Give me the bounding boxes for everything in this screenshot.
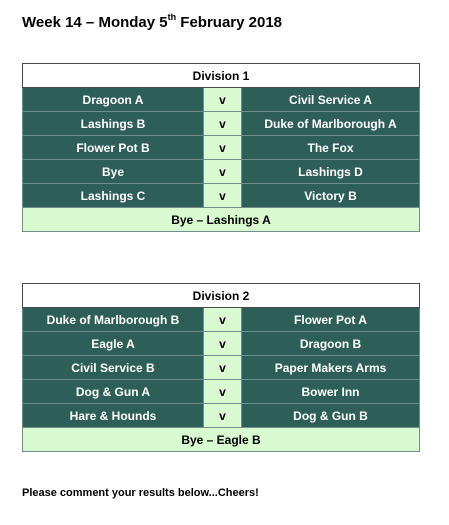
page-title: Week 14 – Monday 5th February 2018 xyxy=(22,12,283,32)
division-1-table: Division 1 Dragoon A v Civil Service A L… xyxy=(22,63,420,232)
comment-prompt: Please comment your results below...Chee… xyxy=(22,487,259,499)
away-team: Dog & Gun B xyxy=(241,403,420,428)
fixture-row: Dog & Gun A v Bower Inn xyxy=(22,379,420,404)
fixture-row: Bye v Lashings D xyxy=(22,159,420,184)
versus-label: v xyxy=(203,379,242,404)
home-team: Eagle A xyxy=(22,331,204,356)
versus-label: v xyxy=(203,111,242,136)
home-team: Duke of Marlborough B xyxy=(22,307,204,332)
away-team: Victory B xyxy=(241,183,420,208)
versus-label: v xyxy=(203,403,242,428)
fixture-row: Dragoon A v Civil Service A xyxy=(22,87,420,112)
division-2-bye: Bye – Eagle B xyxy=(22,427,420,452)
away-team: Lashings D xyxy=(241,159,420,184)
fixture-row: Lashings B v Duke of Marlborough A xyxy=(22,111,420,136)
home-team: Dog & Gun A xyxy=(22,379,204,404)
versus-label: v xyxy=(203,331,242,356)
away-team: The Fox xyxy=(241,135,420,160)
division-1-bye: Bye – Lashings A xyxy=(22,207,420,232)
home-team: Flower Pot B xyxy=(22,135,204,160)
versus-label: v xyxy=(203,307,242,332)
fixture-row: Flower Pot B v The Fox xyxy=(22,135,420,160)
away-team: Flower Pot A xyxy=(241,307,420,332)
fixture-row: Hare & Hounds v Dog & Gun B xyxy=(22,403,420,428)
title-ordinal-suffix: th xyxy=(167,12,177,22)
versus-label: v xyxy=(203,159,242,184)
versus-label: v xyxy=(203,183,242,208)
away-team: Civil Service A xyxy=(241,87,420,112)
versus-label: v xyxy=(203,87,242,112)
away-team: Duke of Marlborough A xyxy=(241,111,420,136)
home-team: Civil Service B xyxy=(22,355,204,380)
fixture-row: Lashings C v Victory B xyxy=(22,183,420,208)
fixture-row: Civil Service B v Paper Makers Arms xyxy=(22,355,420,380)
fixture-row: Eagle A v Dragoon B xyxy=(22,331,420,356)
title-text: Week 14 – Monday 5 xyxy=(22,14,168,31)
title-text-date: February 2018 xyxy=(176,14,283,31)
away-team: Bower Inn xyxy=(241,379,420,404)
division-2-heading: Division 2 xyxy=(22,283,420,308)
away-team: Dragoon B xyxy=(241,331,420,356)
versus-label: v xyxy=(203,355,242,380)
home-team: Lashings B xyxy=(22,111,204,136)
home-team: Hare & Hounds xyxy=(22,403,204,428)
home-team: Lashings C xyxy=(22,183,204,208)
home-team: Bye xyxy=(22,159,204,184)
fixture-row: Duke of Marlborough B v Flower Pot A xyxy=(22,307,420,332)
home-team: Dragoon A xyxy=(22,87,204,112)
division-2-table: Division 2 Duke of Marlborough B v Flowe… xyxy=(22,283,420,452)
away-team: Paper Makers Arms xyxy=(241,355,420,380)
division-1-heading: Division 1 xyxy=(22,63,420,88)
versus-label: v xyxy=(203,135,242,160)
